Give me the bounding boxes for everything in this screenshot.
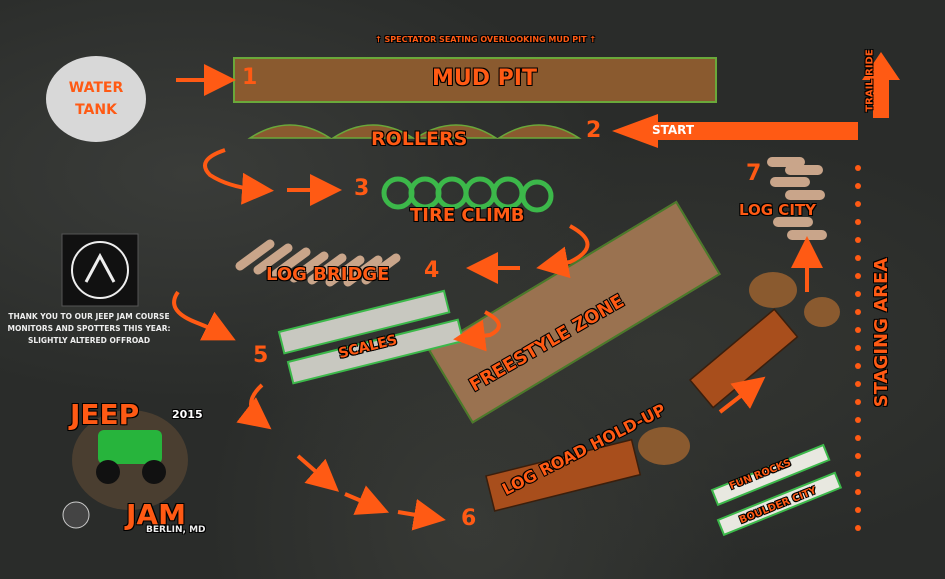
log-road-boards bbox=[485, 308, 799, 512]
water-tank-line-1: WATER bbox=[68, 80, 124, 96]
water-tank: WATER TANK bbox=[46, 56, 146, 142]
station-6-number: 6 bbox=[461, 506, 477, 531]
trail-ride-label: TRAIL RIDE bbox=[864, 49, 876, 112]
sponsor-logo-graphic bbox=[61, 233, 139, 307]
log-city-logs bbox=[767, 157, 827, 240]
station-2-number: 2 bbox=[586, 118, 602, 143]
start-label: START bbox=[652, 123, 695, 137]
staging-area-label: STAGING AREA bbox=[871, 257, 893, 408]
rollers-humps bbox=[247, 124, 582, 139]
water-tank-line-2: TANK bbox=[75, 102, 117, 118]
spectator-note: ↑ SPECTATOR SEATING OVERLOOKING MUD PIT … bbox=[375, 35, 597, 44]
jam-logo-text: JAM bbox=[126, 498, 186, 531]
rollers-label: ROLLERS bbox=[371, 128, 468, 150]
staging-dots bbox=[855, 165, 861, 531]
mud-splats bbox=[638, 272, 840, 465]
location-text: BERLIN, MD bbox=[146, 525, 206, 535]
tire-climb-tires bbox=[381, 176, 554, 213]
jeep-logo-year: 2015 bbox=[172, 408, 203, 421]
course-arrows bbox=[172, 64, 823, 531]
fun-rocks-strip bbox=[710, 443, 843, 537]
log-bridge-label: LOG BRIDGE bbox=[266, 264, 390, 285]
station-5-number: 5 bbox=[253, 343, 269, 368]
mud-pit-label: MUD PIT bbox=[432, 66, 537, 91]
scales-boards bbox=[277, 289, 465, 385]
jeep-jam-graphic bbox=[62, 410, 188, 529]
station-1-number: 1 bbox=[242, 65, 258, 90]
log-bridge-logs bbox=[235, 239, 401, 287]
start-arrow bbox=[612, 114, 858, 148]
mud-pit-area bbox=[233, 57, 717, 103]
sponsor-thanks-text: THANK YOU TO OUR JEEP JAM COURSE MONITOR… bbox=[7, 312, 171, 345]
tire-climb-label: TIRE CLIMB bbox=[410, 205, 525, 226]
log-city-label: LOG CITY bbox=[739, 201, 816, 219]
station-4-number: 4 bbox=[424, 258, 440, 283]
station-7-number: 7 bbox=[746, 161, 762, 186]
jeep-logo-text: JEEP bbox=[70, 398, 140, 431]
station-3-number: 3 bbox=[354, 176, 370, 201]
trail-ride-arrow bbox=[862, 52, 900, 118]
